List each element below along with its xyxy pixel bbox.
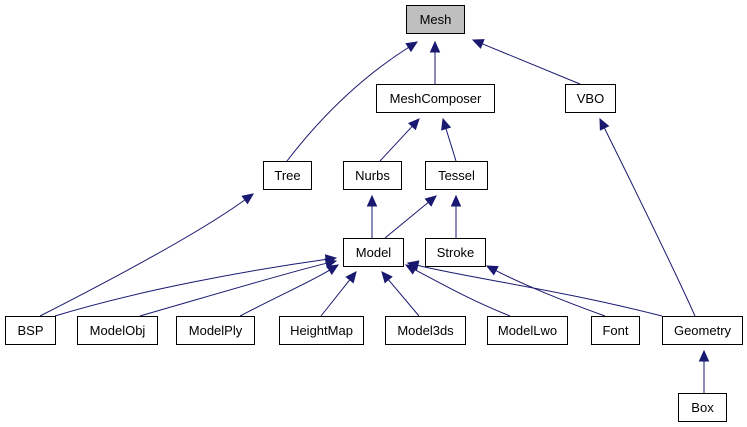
node-box[interactable]: Box [678, 393, 727, 422]
node-label-model3ds: Model3ds [397, 323, 454, 338]
node-label-modelobj: ModelObj [90, 323, 146, 338]
node-box-tree[interactable] [263, 161, 312, 190]
edge-model3ds-to-model [388, 279, 420, 317]
node-mesh[interactable]: Mesh [406, 5, 465, 34]
node-model3ds[interactable]: Model3ds [385, 316, 466, 345]
node-modelply[interactable]: ModelPly [176, 316, 255, 345]
edge-heightmap-to-model [320, 279, 351, 317]
arrowhead-heightmap-to-model [345, 271, 357, 284]
node-label-nurbs: Nurbs [355, 168, 390, 183]
edge-modellwo-to-model [414, 269, 511, 317]
node-box-modellwo[interactable] [487, 316, 568, 345]
node-label-heightmap: HeightMap [290, 323, 353, 338]
node-box-modelply[interactable] [176, 316, 255, 345]
node-bsp[interactable]: BSP [5, 316, 56, 345]
edge-modelobj-to-model [139, 262, 327, 317]
node-label-bsp: BSP [17, 323, 43, 338]
edges-layer [39, 39, 710, 393]
node-label-box: Box [691, 400, 714, 415]
arrowhead-nurbs-to-meshcomposer [407, 118, 420, 131]
arrowhead-geometry-to-vbo [599, 117, 610, 131]
node-label-modellwo: ModelLwo [498, 323, 557, 338]
arrowhead-meshcomposer-to-mesh [429, 40, 441, 53]
edge-geometry-to-vbo [603, 127, 696, 317]
node-box-bsp[interactable] [5, 316, 56, 345]
node-box-tessel[interactable] [425, 161, 488, 190]
node-model[interactable]: Model [343, 238, 404, 267]
arrowhead-box-to-geometry [698, 349, 710, 362]
node-geometry[interactable]: Geometry [662, 316, 743, 345]
node-label-tree: Tree [274, 168, 300, 183]
edge-tessel-to-meshcomposer [445, 128, 457, 162]
node-label-geometry: Geometry [674, 323, 732, 338]
node-heightmap[interactable]: HeightMap [279, 316, 364, 345]
node-box-meshcomposer[interactable] [376, 84, 495, 113]
node-meshcomposer[interactable]: MeshComposer [376, 84, 495, 113]
node-label-meshcomposer: MeshComposer [390, 91, 482, 106]
node-label-model: Model [356, 245, 392, 260]
node-label-vbo: VBO [577, 91, 604, 106]
arrowhead-model-to-tessel [424, 195, 437, 207]
node-box-vbo[interactable] [565, 84, 616, 113]
node-label-stroke: Stroke [437, 245, 475, 260]
arrowhead-model3ds-to-model [381, 271, 393, 284]
edge-geometry-to-model [417, 264, 663, 317]
node-stroke[interactable]: Stroke [425, 238, 486, 267]
node-box-geometry[interactable] [662, 316, 743, 345]
arrowhead-geometry-to-model [406, 260, 420, 271]
node-tessel[interactable]: Tessel [425, 161, 488, 190]
node-box-stroke[interactable] [425, 238, 486, 267]
node-label-mesh: Mesh [420, 12, 452, 27]
arrowhead-model-to-nurbs [366, 194, 378, 207]
arrowhead-tree-to-mesh [405, 41, 419, 53]
node-box-modelobj[interactable] [77, 316, 158, 345]
node-modellwo[interactable]: ModelLwo [487, 316, 568, 345]
arrowhead-bsp-to-tree [241, 193, 254, 205]
arrowhead-modelobj-to-model [324, 258, 338, 269]
node-box-box[interactable] [678, 393, 727, 422]
arrowhead-vbo-to-mesh [471, 39, 485, 49]
node-label-modelply: ModelPly [189, 323, 243, 338]
node-nurbs[interactable]: Nurbs [343, 161, 402, 190]
node-box-model[interactable] [343, 238, 404, 267]
edge-bsp-to-tree [39, 199, 246, 317]
edge-tree-to-mesh [286, 46, 409, 162]
node-tree[interactable]: Tree [263, 161, 312, 190]
node-modelobj[interactable]: ModelObj [77, 316, 158, 345]
edge-bsp-to-model [54, 258, 327, 317]
node-box-mesh[interactable] [406, 5, 465, 34]
edge-nurbs-to-meshcomposer [379, 125, 413, 162]
arrowhead-tessel-to-meshcomposer [441, 117, 452, 131]
node-box-font[interactable] [591, 316, 640, 345]
arrowhead-font-to-stroke [485, 265, 499, 276]
arrowhead-stroke-to-tessel [450, 194, 462, 207]
edge-model-to-tessel [384, 201, 429, 239]
node-label-tessel: Tessel [438, 168, 475, 183]
node-box-nurbs[interactable] [343, 161, 402, 190]
edge-font-to-stroke [495, 270, 606, 317]
node-label-font: Font [602, 323, 628, 338]
arrowhead-modelply-to-model [326, 264, 340, 275]
node-box-model3ds[interactable] [385, 316, 466, 345]
node-box-heightmap[interactable] [279, 316, 364, 345]
node-font[interactable]: Font [591, 316, 640, 345]
edge-vbo-to-mesh [482, 43, 581, 85]
node-vbo[interactable]: VBO [565, 84, 616, 113]
edge-modelply-to-model [239, 269, 330, 317]
